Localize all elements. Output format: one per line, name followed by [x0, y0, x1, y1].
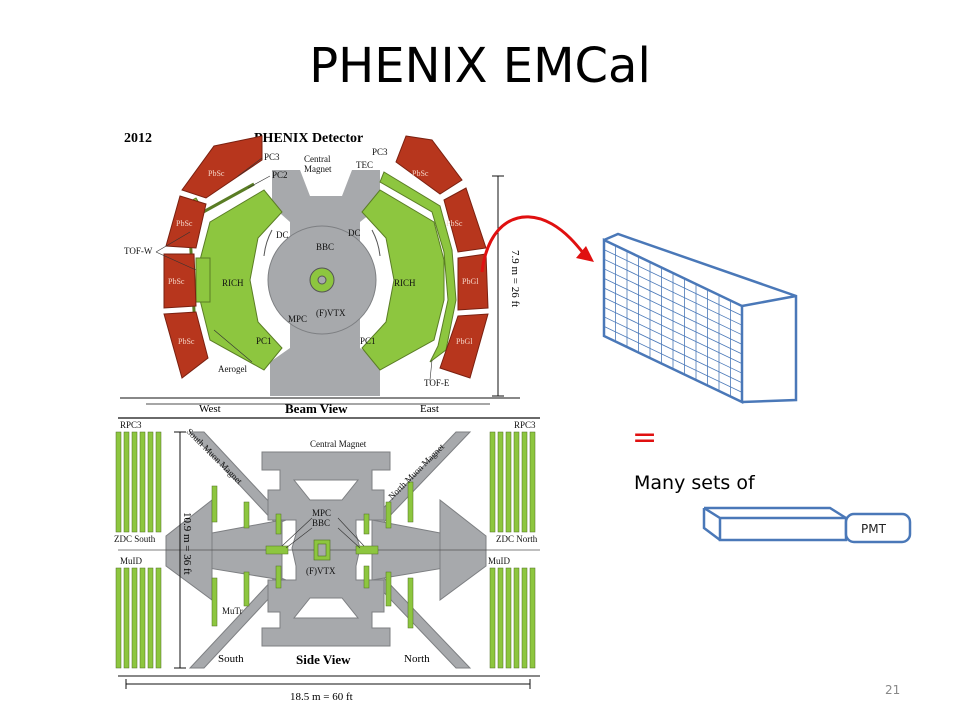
- label-rpc3-south: RPC3: [120, 420, 142, 430]
- emcal-sector-w3: [163, 253, 197, 309]
- grid-line: [603, 278, 743, 345]
- label-fvtx: (F)VTX: [306, 566, 336, 576]
- label-rpc3-north: RPC3: [514, 420, 536, 430]
- north-label: North: [404, 653, 430, 665]
- label-north-muon-magnet: North Muon Magnet: [386, 441, 446, 501]
- label-south-muon-magnet: South Muon Magnet: [185, 426, 245, 486]
- label-muid-south: MuID: [120, 556, 142, 566]
- label-tof-w: TOF-W: [124, 246, 153, 256]
- muid-south-planes: [115, 431, 162, 669]
- sector-label: PbGl: [456, 337, 473, 346]
- label-pc1: PC1: [256, 336, 272, 346]
- pmt-icon: PMT: [844, 512, 912, 544]
- label-bbc: BBC: [312, 518, 330, 528]
- sector-label: PbSc: [168, 277, 185, 286]
- label-dc: DC: [276, 230, 289, 240]
- grid-line: [603, 249, 743, 316]
- label-rich: RICH: [394, 278, 416, 288]
- emcal-sector-e1: [395, 135, 463, 195]
- equals-sign: =: [632, 420, 658, 455]
- label-pc3: PC3: [264, 152, 280, 162]
- sector-label: PbSc: [446, 219, 463, 228]
- slide-title: PHENIX EMCal: [309, 38, 651, 94]
- grid-line: [603, 316, 743, 384]
- many-sets-text: Many sets of: [634, 472, 755, 494]
- mutr-north: [355, 481, 414, 629]
- emcal-sector-e3: [457, 253, 489, 311]
- muid-north-planes: [489, 431, 536, 669]
- label-rich: RICH: [222, 278, 244, 288]
- sector-label: PbSc: [176, 219, 193, 228]
- vtx-side: [313, 539, 331, 561]
- callout-arrow: [480, 215, 594, 273]
- grid-line: [603, 268, 743, 336]
- page-number: 21: [885, 683, 901, 697]
- beam-view-title: PHENIX Detector: [254, 131, 363, 146]
- sector-label: PbGl: [462, 277, 479, 286]
- beam-view-year: 2012: [124, 131, 152, 146]
- label-fvtx: (F)VTX: [316, 308, 346, 318]
- emcal-sector-e4: [439, 313, 489, 379]
- emcal-sector-w2: [165, 195, 207, 249]
- label-mpc: MPC: [288, 314, 307, 324]
- label-zdc-north: ZDC North: [496, 534, 538, 544]
- label-bbc: BBC: [316, 242, 334, 252]
- grid-line: [603, 258, 743, 326]
- label-mpc: MPC: [312, 508, 331, 518]
- side-view-caption: Side View: [296, 652, 351, 667]
- label-pc2: PC2: [272, 170, 288, 180]
- side-width-label: 18.5 m = 60 ft: [290, 691, 353, 703]
- beam-height-label: 7.9 m = 26 ft: [509, 250, 521, 307]
- label-tec: TEC: [356, 160, 373, 170]
- south-label: South: [218, 653, 244, 665]
- sector-label: PbSc: [208, 169, 225, 178]
- beam-view: 2012 PHENIX Detector: [120, 131, 521, 416]
- label-zdc-south: ZDC South: [114, 534, 156, 544]
- label-pc1: PC1: [360, 336, 376, 346]
- label-pc3: PC3: [372, 147, 388, 157]
- grid-line: [603, 287, 743, 355]
- side-view: RPC3 RPC3 Central Magnet South Muon Magn…: [114, 417, 540, 703]
- pmt-label: PMT: [861, 522, 887, 536]
- label-mutr: MuTr: [222, 606, 243, 616]
- grid-line: [603, 326, 743, 393]
- mutr-south: [211, 485, 289, 627]
- tec-east: [379, 171, 457, 363]
- sector-label: PbSc: [178, 337, 195, 346]
- emcal-sector-w1: [181, 135, 263, 199]
- emcal-tower-grid: [603, 245, 743, 397]
- label-central-magnet-side: Central Magnet: [310, 439, 367, 449]
- label-muid-north: MuID: [488, 556, 510, 566]
- sector-label: PbSc: [412, 169, 429, 178]
- label-dc: DC: [348, 228, 361, 238]
- side-height-label: 10.9 m = 36 ft: [181, 512, 193, 575]
- label-tof-e: TOF-E: [424, 378, 450, 388]
- grid-line: [603, 306, 743, 374]
- single-tower: [702, 506, 848, 542]
- grid-line: [603, 297, 743, 364]
- rich-east: [361, 189, 445, 371]
- emcal-sector-w4: [163, 311, 209, 379]
- west-label: West: [199, 403, 221, 415]
- beam-view-caption: Beam View: [285, 401, 348, 416]
- east-label: East: [420, 403, 439, 415]
- label-aerogel: Aerogel: [218, 364, 247, 374]
- emcal-module-box: [602, 232, 798, 404]
